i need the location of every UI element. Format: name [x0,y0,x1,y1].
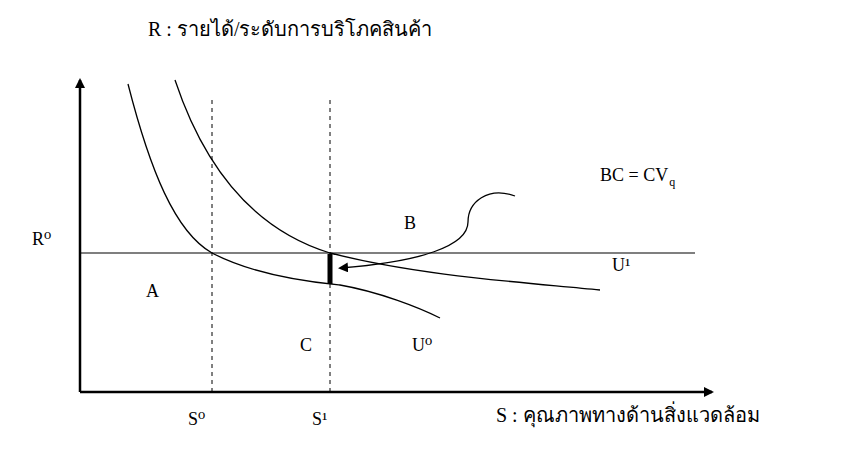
callout-arrow [340,193,515,268]
s0-line [212,100,213,392]
subscript: q [669,176,675,189]
point-label: B [404,214,416,234]
curve-label: U¹ [612,256,630,276]
cv-bar [328,254,333,284]
axis-value: R⁰ [32,230,51,250]
income-line [80,252,695,253]
point-label: A [146,282,159,302]
y-axis [79,80,82,392]
axis-value: S¹ [312,410,327,430]
axis-title: R : รายได้/ระดับการบริโภคสินค้า [148,18,432,40]
curve-label: U⁰ [412,336,432,356]
equation-label: BC = CV [600,166,668,186]
axis-value: S⁰ [188,410,205,430]
axis-title: S : คุณภาพทางด้านสิ่งแวดล้อม [496,404,760,426]
u0-curve [128,84,440,318]
point-label: C [300,336,312,356]
s1-line [330,100,331,392]
x-axis [80,391,712,394]
u1-curve [175,80,600,290]
